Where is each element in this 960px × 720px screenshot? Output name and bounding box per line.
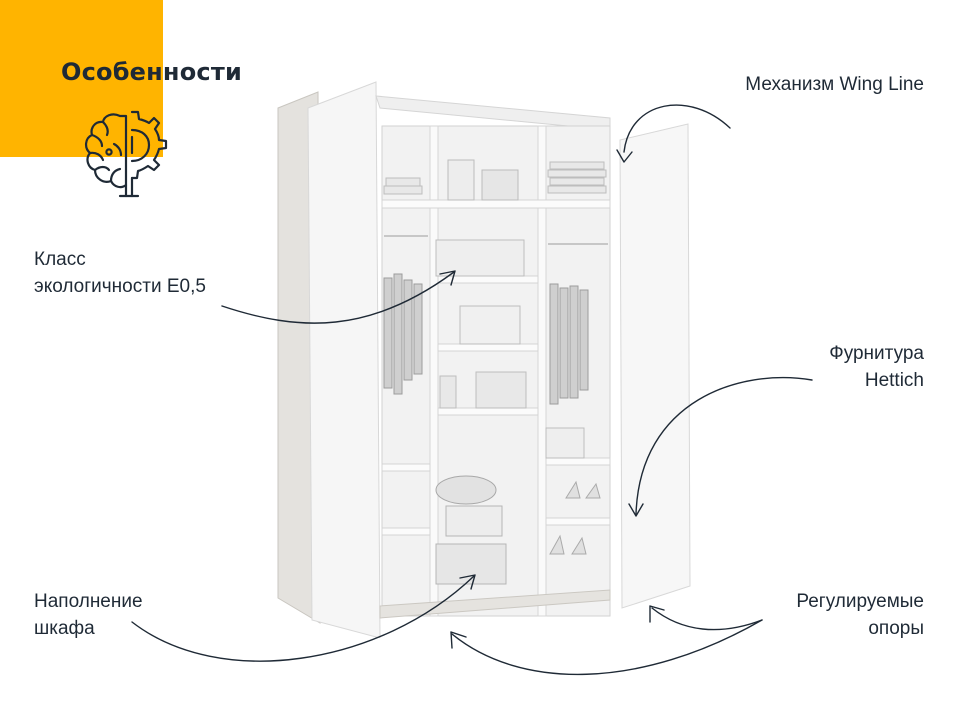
wardrobe-illustration bbox=[277, 81, 691, 638]
feature-supports-line2: опоры bbox=[868, 618, 924, 639]
feature-filling-line1: Наполнение bbox=[34, 591, 143, 612]
feature-eco-class: Класс экологичности Е0,5 bbox=[34, 246, 206, 300]
feature-hettich-line2: Hettich bbox=[864, 370, 924, 391]
feature-supports: Регулируемые опоры bbox=[700, 588, 924, 642]
feature-filling-line2: шкафа bbox=[34, 618, 95, 639]
feature-hettich-line1: Фурнитура bbox=[829, 343, 924, 364]
brain-gear-icon bbox=[85, 110, 168, 198]
feature-wing-line-text: Механизм Wing Line bbox=[745, 74, 924, 95]
feature-hettich: Фурнитура Hettich bbox=[720, 340, 924, 394]
feature-wing-line: Механизм Wing Line bbox=[640, 71, 924, 98]
feature-eco-class-line1: Класс bbox=[34, 249, 86, 270]
feature-supports-line1: Регулируемые bbox=[796, 591, 924, 612]
feature-filling: Наполнение шкафа bbox=[34, 588, 143, 642]
page-title: Особенности bbox=[61, 58, 242, 86]
feature-eco-class-line2: экологичности Е0,5 bbox=[34, 276, 206, 297]
